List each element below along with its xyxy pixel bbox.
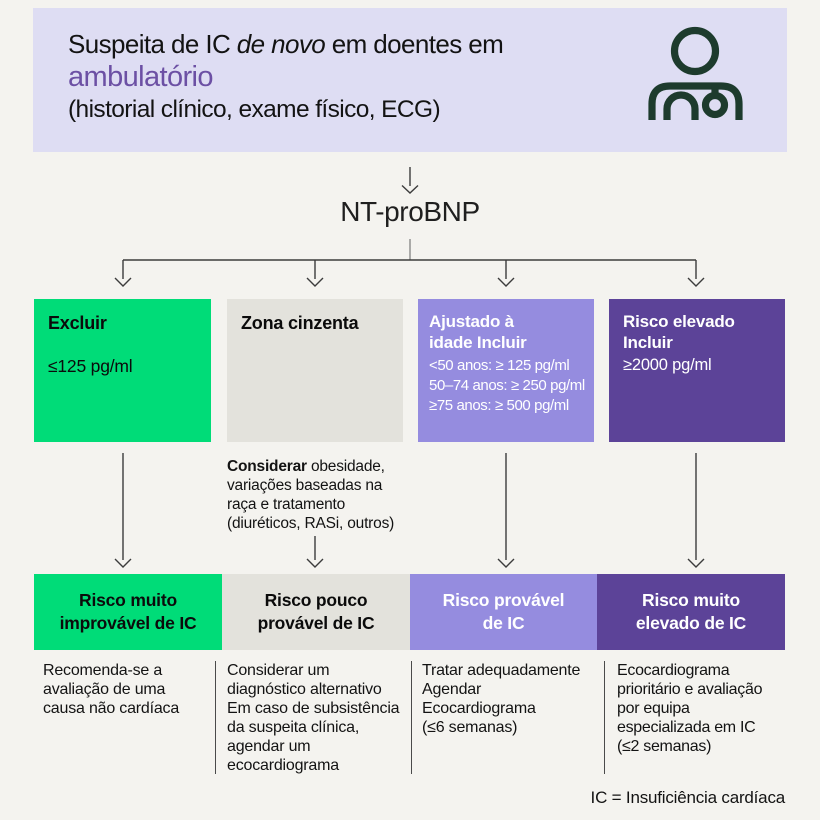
footnote-abbreviation: IC = Insuficiência cardíaca	[590, 788, 786, 807]
risk-label-line1: Risco pouco	[264, 590, 368, 610]
header-banner: Suspeita de IC de novo em doentes em amb…	[33, 8, 787, 152]
recommendation-line: Considerar um	[227, 662, 330, 679]
risk-label-line1: Risco muito	[642, 590, 740, 610]
title-prefix: Suspeita de IC	[68, 29, 237, 59]
criteria-value: ≥2000 pg/ml	[623, 356, 712, 374]
risk-label-line2: improvável de IC	[59, 613, 197, 633]
criteria-title: Ajustado à idade Incluir	[429, 312, 590, 353]
criteria-title-line2: idade Incluir	[429, 332, 527, 352]
recommendation-line: especializada em IC	[617, 719, 756, 736]
arrow-mid-4	[687, 453, 705, 568]
header-subtitle: (historial clínico, exame físico, ECG)	[68, 96, 441, 123]
criteria-title: Excluir	[48, 313, 107, 333]
risk-label-line1: Risco muito	[79, 590, 177, 610]
title-italic: de novo	[236, 29, 326, 59]
header-title-line1: Suspeita de IC de novo em doentes em	[68, 28, 504, 60]
recommendation-line: Tratar adequadamente	[422, 662, 581, 679]
risk-box-label: Risco pouco provável de IC	[258, 589, 375, 635]
recommendation-line: (≤2 semanas)	[617, 738, 712, 755]
recommendation-line: ecocardiograma	[227, 757, 339, 774]
header-title-block: Suspeita de IC de novo em doentes em amb…	[68, 28, 504, 125]
recommendation-line: Em caso de subsistência	[227, 700, 400, 717]
arrow-branch-3	[497, 260, 515, 287]
criteria-value: ≤125 pg/ml	[48, 356, 133, 376]
gray-zone-note-line1: Considerar obesidade,	[227, 457, 427, 476]
recommendation-1: Recomenda-se a avaliação de uma causa nã…	[43, 661, 211, 718]
gray-zone-note-line4: (diuréticos, RASi, outros)	[227, 515, 395, 532]
recommendation-line: Ecocardiograma	[617, 662, 730, 679]
recommendation-line: causa não cardíaca	[43, 700, 180, 717]
risk-box-label: Risco muito elevado de IC	[636, 589, 746, 635]
range-line: ≥75 anos: ≥ 500 pg/ml	[429, 397, 569, 414]
criteria-box-zona-cinzenta: Zona cinzenta	[227, 299, 403, 442]
doctor-icon	[648, 26, 743, 120]
gray-zone-note-line2: variações baseadas na	[227, 477, 383, 494]
arrow-branch-1	[114, 260, 132, 287]
gray-zone-note: Considerar obesidade, variações baseadas…	[227, 457, 427, 533]
arrow-mid-3	[497, 453, 515, 568]
risk-box-label: Risco muito improvável de IC	[60, 589, 197, 635]
recommendation-line: prioritário e avaliação	[617, 681, 763, 698]
arrow-mid-2	[306, 536, 324, 568]
gray-zone-note-line3: raça e tratamento	[227, 496, 346, 513]
risk-box-pouco-provavel: Risco pouco provável de IC	[222, 574, 410, 650]
recommendation-2: Considerar um diagnóstico alternativo Em…	[227, 661, 411, 775]
risk-box-muito-improvavel: Risco muito improvável de IC	[34, 574, 222, 650]
risk-box-muito-elevado: Risco muito elevado de IC	[597, 574, 785, 650]
arrow-branch-4	[687, 260, 705, 287]
nt-probnp-label: NT-proBNP	[340, 196, 480, 227]
recommendation-line: avaliação de uma	[43, 681, 166, 698]
criteria-box-risco-elevado: Risco elevado Incluir ≥2000 pg/ml	[609, 299, 785, 442]
header-title-highlight: ambulatório	[68, 61, 214, 93]
recommendation-line: Recomenda-se a	[43, 662, 163, 679]
risk-box-label: Risco provável de IC	[443, 589, 565, 635]
range-line: <50 anos: ≥ 125 pg/ml	[429, 357, 570, 374]
risk-label-line1: Risco provável	[442, 590, 565, 610]
recommendation-line: agendar um	[227, 738, 311, 755]
recommendation-3: Tratar adequadamente Agendar Ecocardiogr…	[422, 661, 597, 737]
recommendation-line: Ecocardiograma	[422, 700, 536, 717]
risk-box-provavel: Risco provável de IC	[410, 574, 597, 650]
title-suffix: em doentes em	[325, 29, 504, 59]
recommendation-line: (≤6 semanas)	[422, 719, 518, 736]
criteria-box-excluir: Excluir ≤125 pg/ml	[34, 299, 211, 442]
criteria-box-ajustado-idade: Ajustado à idade Incluir <50 anos: ≥ 125…	[418, 299, 594, 442]
criteria-range-lines: <50 anos: ≥ 125 pg/ml 50–74 anos: ≥ 250 …	[429, 356, 590, 416]
gray-zone-note-bold: Considerar	[227, 458, 307, 475]
arrow-header-to-test	[401, 167, 419, 194]
recommendation-line: da suspeita clínica,	[227, 719, 360, 736]
recommendation-line: por equipa	[617, 700, 690, 717]
gray-zone-note-after-bold: obesidade,	[306, 458, 385, 475]
risk-label-line2: provável de IC	[257, 613, 375, 633]
risk-label-line2: de IC	[482, 613, 525, 633]
criteria-title: Risco elevado Incluir	[623, 312, 773, 353]
recommendation-4: Ecocardiograma prioritário e avaliação p…	[617, 661, 787, 756]
arrow-mid-1	[114, 453, 132, 568]
recommendation-line: diagnóstico alternativo	[227, 681, 382, 698]
criteria-title-line1: Ajustado à	[429, 312, 514, 331]
recommendation-line: Agendar	[422, 681, 482, 698]
criteria-title-line2: Incluir	[623, 332, 673, 352]
range-line: 50–74 anos: ≥ 250 pg/ml	[429, 377, 585, 394]
criteria-title-line1: Risco elevado	[623, 312, 735, 331]
risk-label-line2: elevado de IC	[635, 613, 747, 633]
criteria-title: Zona cinzenta	[241, 313, 359, 333]
arrow-branch-2	[306, 260, 324, 287]
